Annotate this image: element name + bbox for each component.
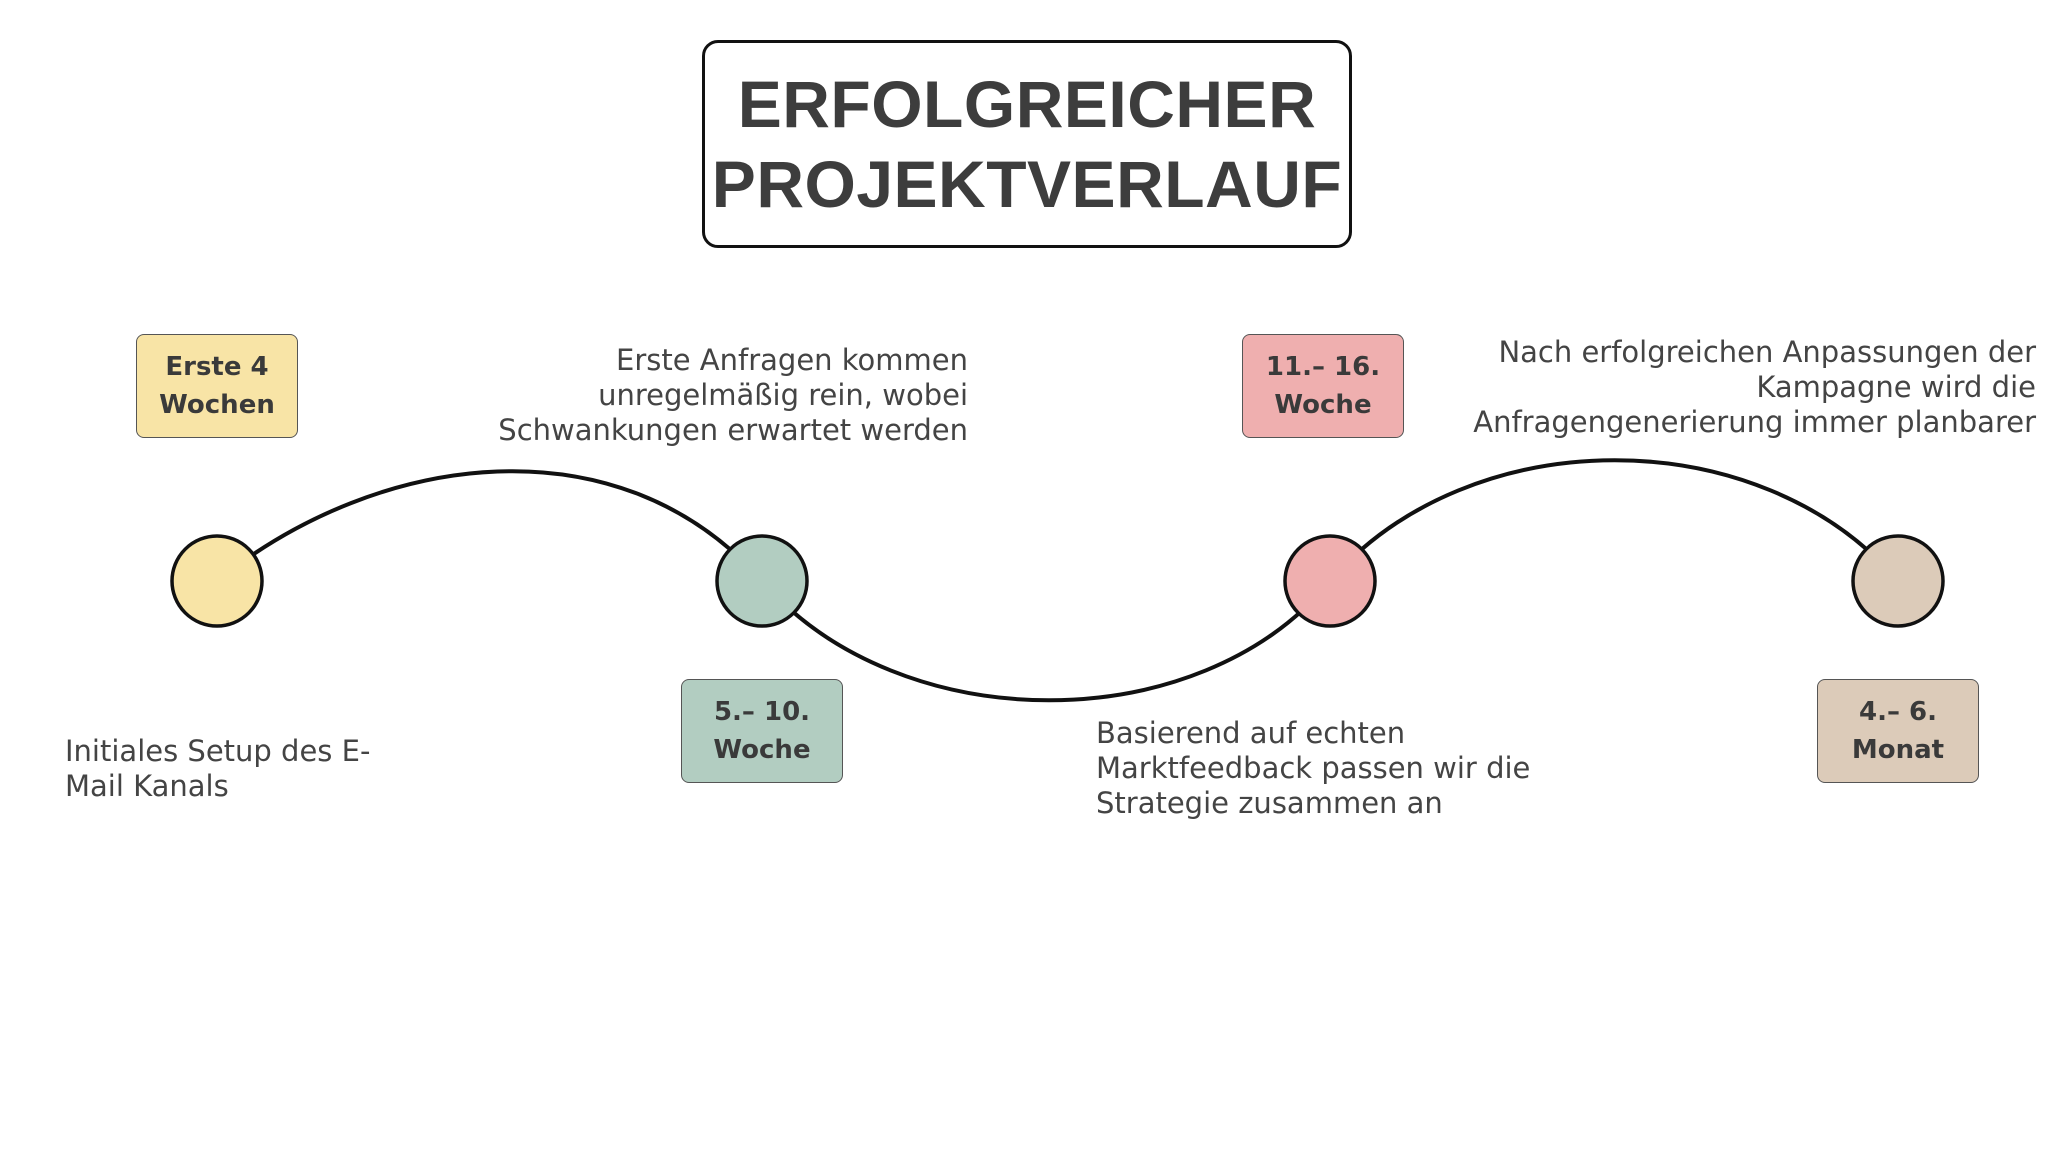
- milestone-label-1-line-1: Erste 4: [165, 352, 269, 382]
- milestone-dot-3: [1283, 534, 1377, 628]
- milestone-dot-2: [715, 534, 809, 628]
- timeline-path: [215, 458, 1900, 703]
- milestone-dot-4: [1851, 534, 1945, 628]
- milestone-label-1-line-2: Wochen: [159, 390, 275, 420]
- milestone-dot-1: [170, 534, 264, 628]
- milestone-label-2-line-2: Woche: [713, 735, 811, 765]
- milestone-desc-1-line-1: Initiales Setup des E-: [65, 734, 371, 768]
- milestone-desc-2-line-3: Schwankungen erwartet werden: [498, 413, 968, 447]
- milestone-desc-4-line-3: Anfragengenerierung immer planbarer: [1473, 405, 2036, 439]
- milestone-desc-1-line-2: Mail Kanals: [65, 769, 229, 803]
- page-title: ERFOLGREICHER PROJEKTVERLAUF: [712, 64, 1342, 224]
- title-box: ERFOLGREICHER PROJEKTVERLAUF: [702, 40, 1352, 248]
- milestone-desc-2-line-2: unregelmäßig rein, wobei: [598, 378, 968, 412]
- milestone-label-4-line-1: 4.– 6.: [1859, 697, 1937, 727]
- milestone-label-4: 4.– 6. Monat: [1817, 679, 1979, 783]
- milestone-desc-4: Nach erfolgreichen Anpassungen der Kampa…: [1473, 335, 2036, 440]
- milestone-label-3: 11.– 16. Woche: [1242, 334, 1404, 438]
- milestone-label-2: 5.– 10. Woche: [681, 679, 843, 783]
- milestone-desc-2-line-1: Erste Anfragen kommen: [616, 343, 968, 377]
- milestone-desc-1: Initiales Setup des E- Mail Kanals: [65, 734, 370, 804]
- milestone-label-4-line-2: Monat: [1851, 735, 1945, 765]
- milestone-desc-3-line-2: Marktfeedback passen wir die: [1096, 751, 1531, 785]
- milestone-desc-2: Erste Anfragen kommen unregelmäßig rein,…: [498, 343, 968, 448]
- milestone-desc-3: Basierend auf echten Marktfeedback passe…: [1096, 716, 1530, 821]
- milestone-label-2-line-1: 5.– 10.: [713, 697, 811, 727]
- milestone-desc-4-line-1: Nach erfolgreichen Anpassungen der: [1498, 335, 2036, 369]
- milestone-label-3-line-1: 11.– 16.: [1265, 352, 1381, 382]
- milestone-label-1: Erste 4 Wochen: [136, 334, 298, 438]
- milestone-desc-3-line-1: Basierend auf echten: [1096, 716, 1406, 750]
- milestone-desc-3-line-3: Strategie zusammen an: [1096, 786, 1443, 820]
- milestone-label-3-line-2: Woche: [1274, 390, 1372, 420]
- milestone-desc-4-line-2: Kampagne wird die: [1756, 370, 2036, 404]
- title-line-1: ERFOLGREICHER: [737, 67, 1317, 141]
- title-line-2: PROJEKTVERLAUF: [711, 147, 1343, 221]
